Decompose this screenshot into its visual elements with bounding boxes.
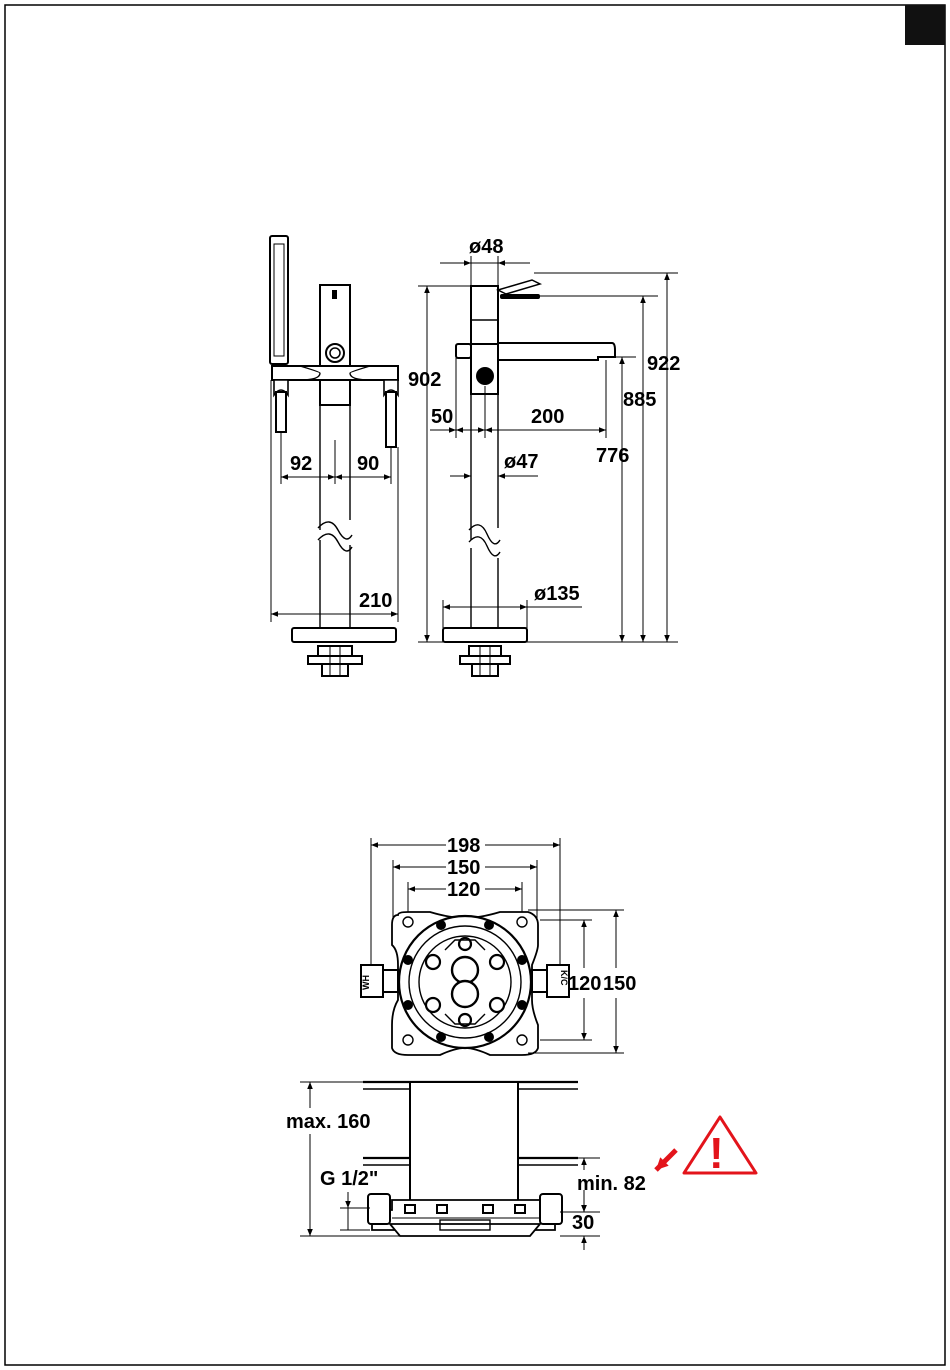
dim-lever-offset: 90 bbox=[357, 453, 379, 475]
front-view-drawing bbox=[418, 256, 678, 676]
dim-spout-reach: 200 bbox=[531, 406, 564, 428]
dim-total-height: 902 bbox=[408, 369, 441, 391]
dim-thread-size: G 1/2" bbox=[320, 1168, 378, 1190]
dim-spout-offset: 92 bbox=[290, 453, 312, 475]
dim-rough-inner-width: 120 bbox=[447, 879, 480, 901]
dim-base-height: 30 bbox=[572, 1212, 594, 1234]
port-label-left: WH bbox=[361, 975, 371, 990]
dim-lever-top-height: 922 bbox=[647, 353, 680, 375]
dim-spout-top-height: 885 bbox=[623, 389, 656, 411]
warning-sign bbox=[656, 1117, 756, 1173]
dim-body-diameter: ø48 bbox=[469, 236, 503, 258]
dim-tube-diameter: ø47 bbox=[504, 451, 538, 473]
dim-outlet-height: 776 bbox=[596, 445, 629, 467]
dim-base-span: 210 bbox=[359, 590, 392, 612]
dim-min-depth: min. 82 bbox=[577, 1173, 646, 1195]
warning-exclamation-icon: ! bbox=[709, 1129, 724, 1178]
dim-max-depth: max. 160 bbox=[286, 1111, 371, 1133]
dim-base-diameter: ø135 bbox=[534, 583, 580, 605]
port-label-right: K/C bbox=[559, 970, 569, 986]
dim-rough-outer-width: 198 bbox=[447, 835, 480, 857]
dim-rough-inner-height: 120 bbox=[568, 973, 601, 995]
dim-handle-projection: 50 bbox=[431, 406, 453, 428]
rough-in-side-view bbox=[300, 1082, 600, 1250]
dim-rough-mid-width: 150 bbox=[447, 857, 480, 879]
page-tab-marker bbox=[905, 5, 945, 45]
rough-in-top-view bbox=[361, 838, 624, 1055]
dim-rough-outer-height: 150 bbox=[603, 973, 636, 995]
